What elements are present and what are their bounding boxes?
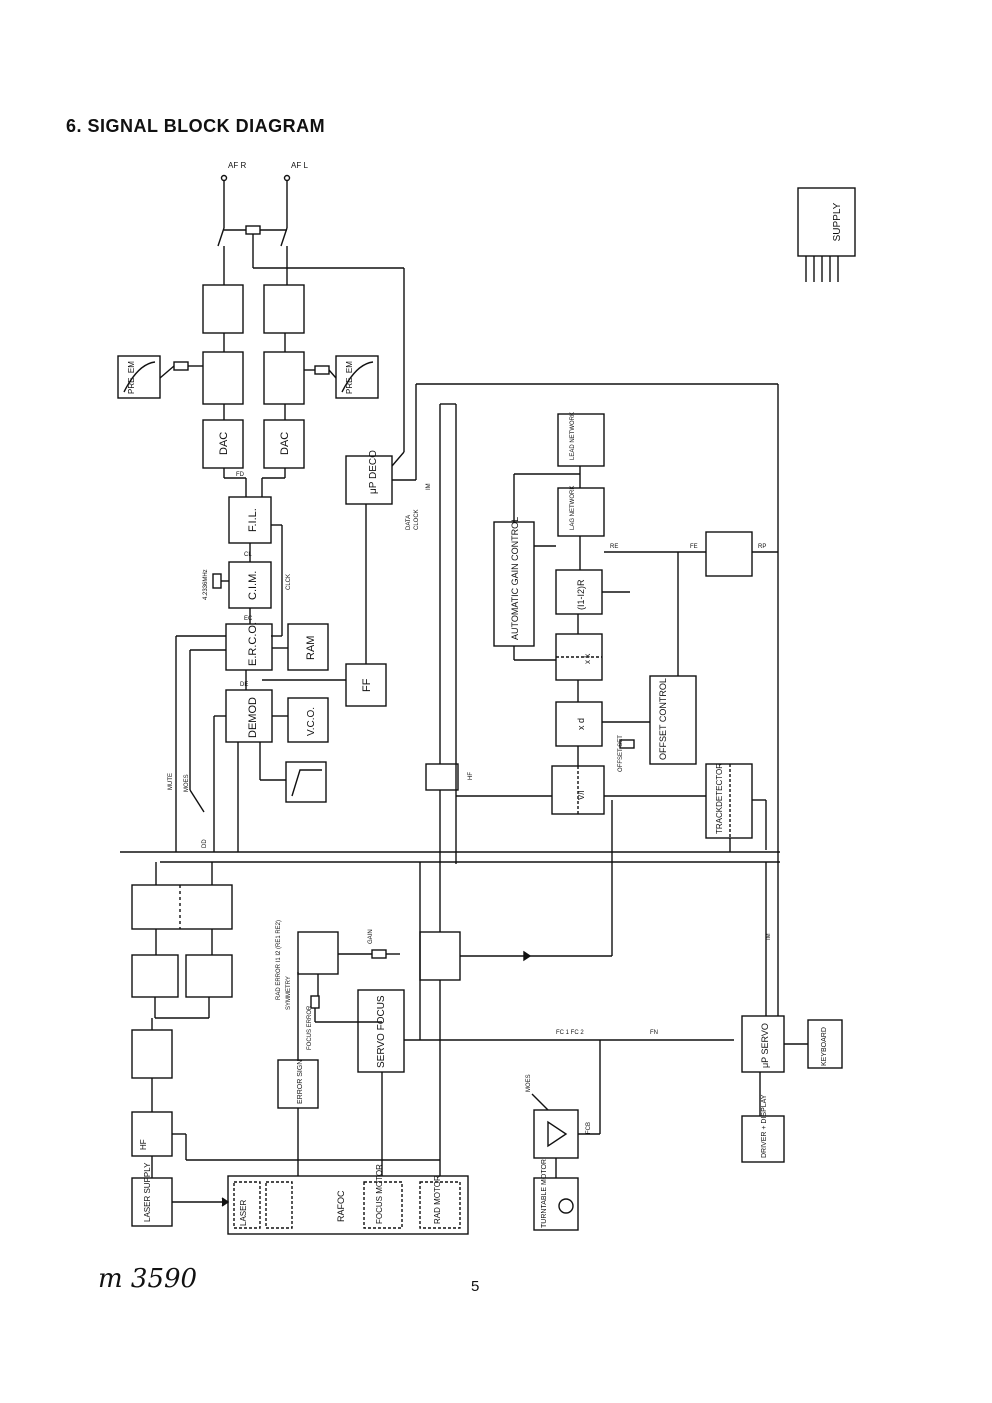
svg-text:FCB: FCB bbox=[586, 1122, 592, 1134]
svg-text:DAC: DAC bbox=[218, 432, 230, 455]
svg-text:PRE. EM: PRE. EM bbox=[345, 361, 354, 394]
svg-text:V.C.O.: V.C.O. bbox=[306, 707, 317, 736]
svg-text:SYMMETRY: SYMMETRY bbox=[286, 976, 292, 1010]
svg-text:EC: EC bbox=[244, 616, 253, 622]
svg-text:MOES: MOES bbox=[184, 774, 190, 792]
svg-text:PRE. EM: PRE. EM bbox=[127, 361, 136, 394]
svg-text:FOCUS ERROR: FOCUS ERROR bbox=[307, 1005, 313, 1050]
svg-text:RE: RE bbox=[610, 544, 618, 550]
svg-text:4.2336MHz: 4.2336MHz bbox=[203, 569, 209, 600]
svg-text:SERVO FOCUS: SERVO FOCUS bbox=[376, 995, 387, 1068]
svg-text:FOCUS MOTOR: FOCUS MOTOR bbox=[375, 1164, 384, 1224]
svg-text:IM: IM bbox=[426, 483, 432, 490]
svg-text:V/I: V/I bbox=[577, 790, 586, 800]
svg-text:DRIVER + DISPLAY: DRIVER + DISPLAY bbox=[761, 1094, 768, 1158]
svg-text:F.I.L.: F.I.L. bbox=[247, 508, 259, 532]
svg-text:TRACKDETECTOR: TRACKDETECTOR bbox=[715, 763, 724, 834]
svg-text:(I1-I2)R: (I1-I2)R bbox=[576, 579, 586, 610]
svg-text:GAIN: GAIN bbox=[368, 929, 374, 944]
svg-text:FD: FD bbox=[236, 472, 245, 478]
svg-text:DE: DE bbox=[240, 682, 248, 688]
decoder-chain: F.I.L. CL C.I.M. 4.2336MHz CLCK EC E.R.C… bbox=[168, 383, 779, 1016]
svg-text:x k: x k bbox=[583, 653, 592, 664]
svg-text:LEAD NETWORK: LEAD NETWORK bbox=[570, 412, 576, 460]
svg-text:DEMOD: DEMOD bbox=[247, 697, 259, 738]
svg-text:FE: FE bbox=[690, 544, 698, 550]
svg-text:FN: FN bbox=[650, 1030, 658, 1036]
svg-text:CLCK: CLCK bbox=[286, 574, 292, 590]
svg-text:CLOCK: CLOCK bbox=[414, 509, 420, 530]
svg-text:E.R.C.O.: E.R.C.O. bbox=[247, 622, 259, 666]
svg-text:RP: RP bbox=[758, 544, 766, 550]
svg-text:C.I.M.: C.I.M. bbox=[247, 571, 259, 600]
svg-text:RAD ERROR I1 I2 (RE1 RE2): RAD ERROR I1 I2 (RE1 RE2) bbox=[276, 920, 282, 1000]
svg-text:IM: IM bbox=[766, 933, 772, 940]
svg-text:DATA: DATA bbox=[406, 515, 412, 530]
svg-text:μP SERVO: μP SERVO bbox=[760, 1023, 770, 1068]
svg-text:OFFSET CONTROL: OFFSET CONTROL bbox=[658, 678, 668, 760]
rafoc-block: LASER RAFOC FOCUS MOTOR RAD MOTOR bbox=[186, 980, 469, 1235]
svg-text:HF: HF bbox=[468, 772, 474, 780]
svg-text:KEYBOARD: KEYBOARD bbox=[821, 1027, 828, 1066]
svg-text:AF L: AF L bbox=[291, 161, 308, 170]
svg-text:ERROR SIGN: ERROR SIGN bbox=[297, 1060, 304, 1104]
svg-text:TURNTABLE MOTOR: TURNTABLE MOTOR bbox=[541, 1159, 548, 1228]
tracking-section: AUTOMATIC GAIN CONTROL LEAD NETWORK LAG … bbox=[456, 412, 778, 852]
audio-output-section: AF R AF L PRE. EM PRE. EM bbox=[117, 161, 405, 497]
supply-block: SUPPLY bbox=[797, 187, 856, 282]
svg-text:HF: HF bbox=[139, 1139, 148, 1150]
svg-text:CL: CL bbox=[244, 552, 252, 558]
svg-text:x d: x d bbox=[576, 718, 586, 730]
svg-text:μP DECO: μP DECO bbox=[368, 450, 379, 494]
hf-chain: HF LASER SUPPLY bbox=[120, 851, 780, 1227]
servo-section: μP SERVO KEYBOARD DRIVER + DISPLAY IM FC… bbox=[202, 772, 843, 1231]
handwritten-note: m 3590 bbox=[98, 1264, 198, 1294]
svg-text:FC 1 FC 2: FC 1 FC 2 bbox=[556, 1030, 584, 1036]
svg-text:DAC: DAC bbox=[279, 432, 291, 455]
page-title: 6. SIGNAL BLOCK DIAGRAM bbox=[66, 116, 326, 136]
svg-text:RAD MOTOR: RAD MOTOR bbox=[433, 1175, 442, 1224]
page-number: 5 bbox=[471, 1278, 480, 1295]
focus-radial-section: ERROR SIGN SYMMETRY FOCUS ERROR RAD ERRO… bbox=[276, 403, 734, 1109]
svg-text:LASER SUPPLY: LASER SUPPLY bbox=[143, 1162, 152, 1222]
svg-text:MUTE: MUTE bbox=[168, 773, 174, 790]
svg-text:LASER: LASER bbox=[239, 1200, 248, 1226]
svg-text:FF: FF bbox=[361, 678, 373, 692]
svg-text:MOES: MOES bbox=[526, 1074, 532, 1092]
svg-text:DD: DD bbox=[202, 839, 208, 848]
svg-text:RAFOC: RAFOC bbox=[336, 1190, 346, 1222]
svg-text:LAG NETWORK: LAG NETWORK bbox=[570, 486, 576, 530]
svg-text:AUTOMATIC GAIN CONTROL: AUTOMATIC GAIN CONTROL bbox=[510, 517, 520, 640]
svg-text:AF R: AF R bbox=[228, 161, 246, 170]
svg-text:SUPPLY: SUPPLY bbox=[832, 202, 843, 241]
svg-text:RAM: RAM bbox=[305, 636, 317, 660]
svg-text:OFFSET SET: OFFSET SET bbox=[618, 735, 624, 772]
